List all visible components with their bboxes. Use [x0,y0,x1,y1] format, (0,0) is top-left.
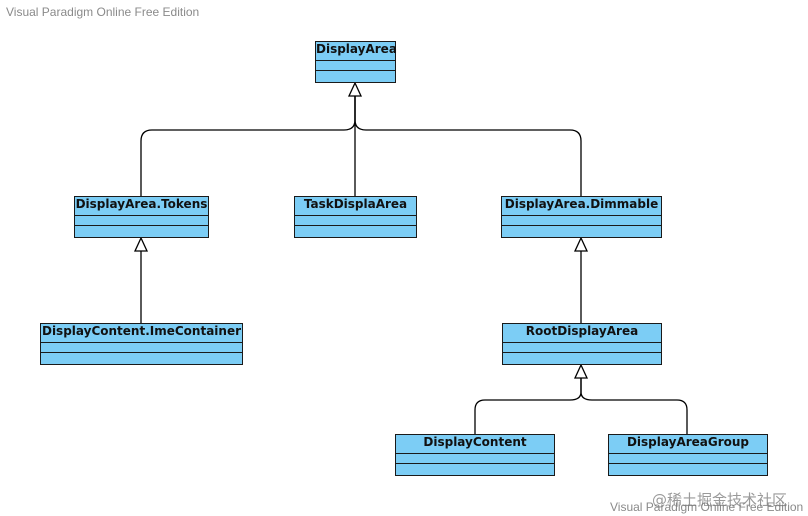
class-root-display-area[interactable]: RootDisplayArea [502,323,662,365]
edge-dimmable-to-displayarea [354,96,582,197]
inheritance-arrowhead-tokens [133,236,149,252]
community-watermark: @稀土掘金技术社区 [652,491,788,509]
class-display-area-dimmable[interactable]: DisplayArea.Dimmable [501,196,662,238]
edge-displayareagroup-to-root [580,378,688,435]
class-display-area-tokens[interactable]: DisplayArea.Tokens [74,196,209,238]
watermark-top: Visual Paradigm Online Free Edition [6,5,200,19]
class-attributes-compartment [503,343,661,353]
class-name: RootDisplayArea [503,324,661,343]
class-attributes-compartment [396,454,554,464]
class-name: DisplayContent [396,435,554,454]
class-attributes-compartment [609,454,767,464]
inheritance-arrowhead-dimmable [573,236,589,252]
inheritance-arrowhead-root [573,363,589,379]
class-display-area[interactable]: DisplayArea [315,41,397,83]
inheritance-arrowhead-displayarea [347,81,363,97]
class-attributes-compartment [502,216,661,226]
class-display-content[interactable]: DisplayContent [395,434,555,476]
class-attributes-compartment [316,61,395,71]
class-name: TaskDisplaArea [295,197,416,216]
class-attributes-compartment [41,343,242,353]
class-name: DisplayContent.ImeContainer [41,324,242,343]
class-name: DisplayArea.Tokens [75,197,208,216]
class-name: DisplayArea [316,42,397,61]
class-name: DisplayArea.Dimmable [502,197,661,216]
class-attributes-compartment [75,216,208,226]
class-attributes-compartment [295,216,416,226]
edge-displaycontent-to-root [474,378,582,435]
watermark-bottom: Visual Paradigm Online Free Edition [610,500,804,514]
edge-tokens-to-displayarea [140,96,356,197]
class-task-displa-area[interactable]: TaskDisplaArea [294,196,417,238]
class-name: DisplayAreaGroup [609,435,767,454]
class-display-content-ime-container[interactable]: DisplayContent.ImeContainer [40,323,243,365]
class-display-area-group[interactable]: DisplayAreaGroup [608,434,768,476]
